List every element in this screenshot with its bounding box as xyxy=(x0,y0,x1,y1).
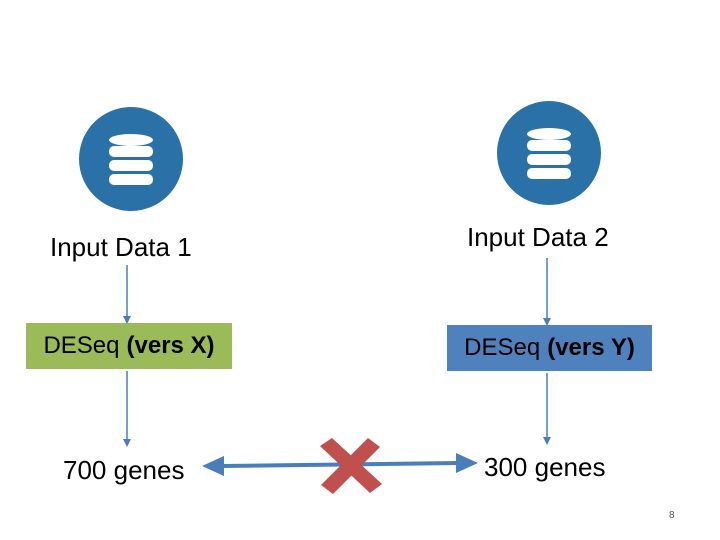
database-icon xyxy=(79,107,183,211)
process-name: DESeq xyxy=(43,332,120,359)
process-name: DESeq xyxy=(464,334,541,361)
database-icon xyxy=(497,101,601,205)
cross-mark-icon xyxy=(320,438,382,494)
deseq-version-x-box: DESeq (vers X) xyxy=(26,323,232,369)
input-data-2-label: Input Data 2 xyxy=(467,222,609,252)
result-700-genes: 700 genes xyxy=(63,455,185,485)
input-data-1-label: Input Data 1 xyxy=(50,232,192,262)
result-300-genes: 300 genes xyxy=(484,452,606,482)
process-version: (vers X) xyxy=(126,332,215,359)
deseq-version-y-box: DESeq (vers Y) xyxy=(447,325,652,371)
process-version: (vers Y) xyxy=(547,334,635,361)
page-number: 8 xyxy=(669,510,675,521)
